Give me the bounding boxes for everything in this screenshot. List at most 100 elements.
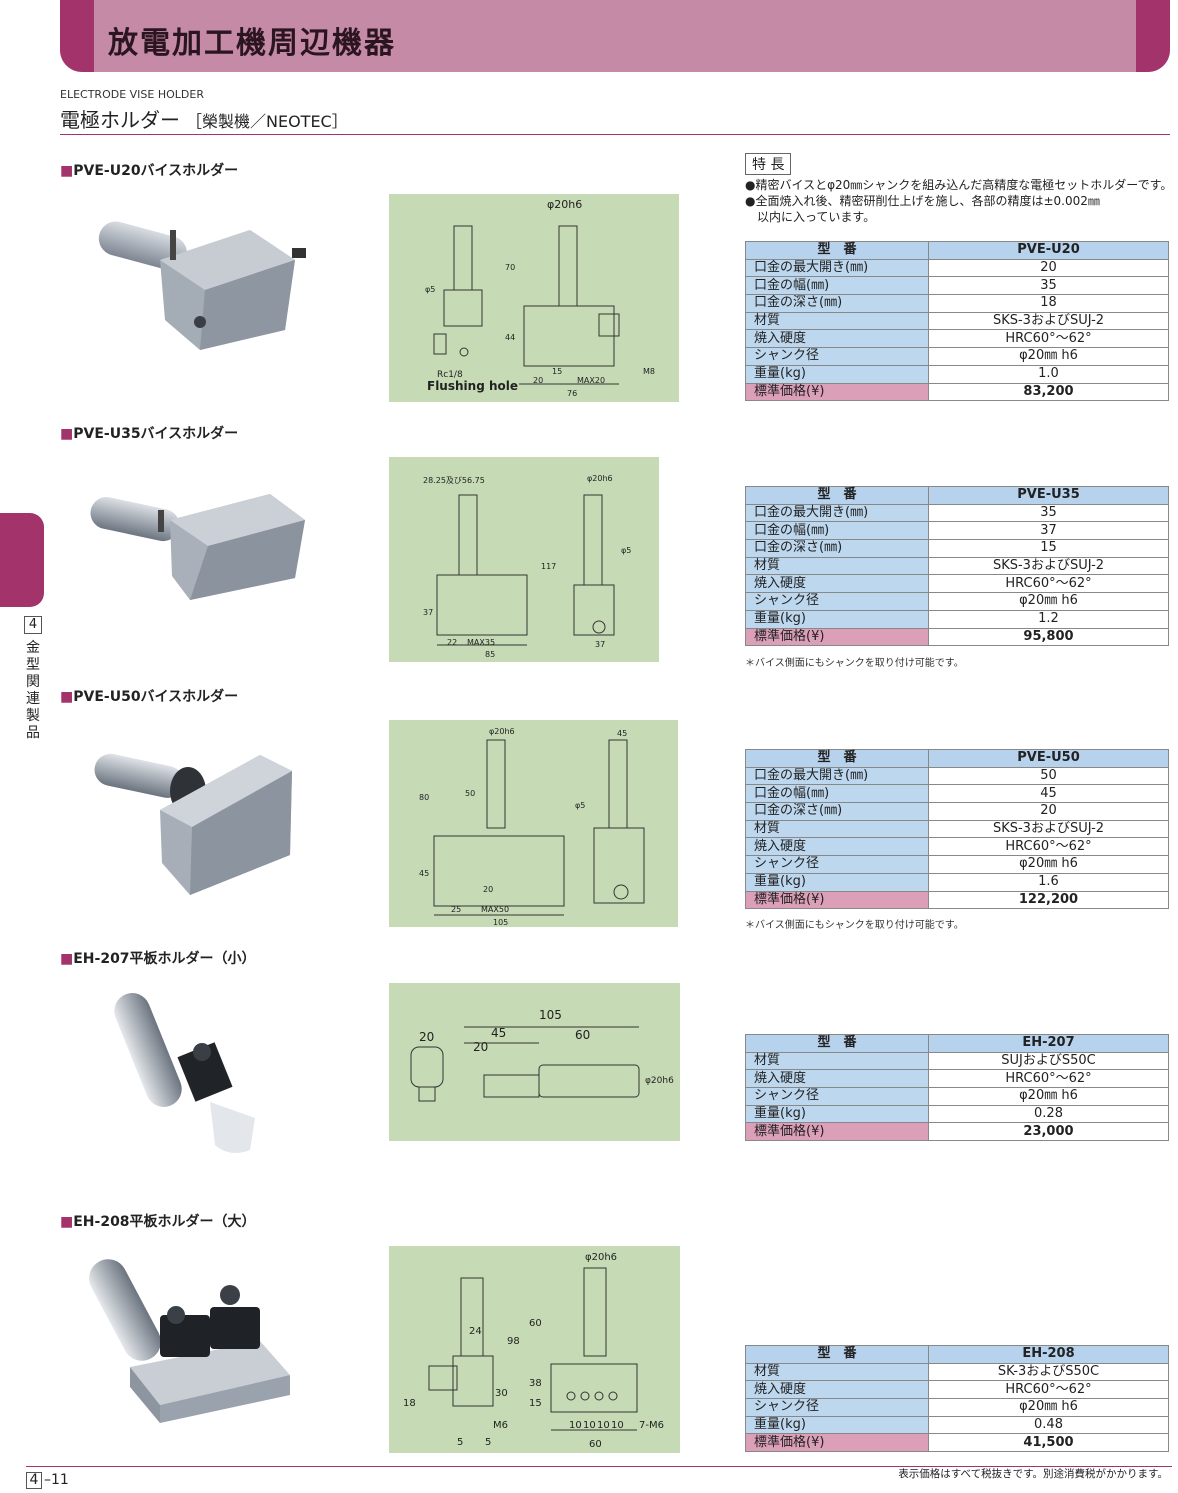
spec-value: HRC60°～62° (928, 329, 1169, 349)
note-pve-u50: ＊バイス側面にもシャンクを取り付け可能です。 (745, 920, 964, 931)
dim-label: 30 (495, 1388, 508, 1399)
dim-label: 60 (575, 1028, 590, 1042)
drawing-pve-u50: φ20h6 45 80 50 φ5 45 20 25 MAX50 105 (389, 720, 678, 927)
page-number: 4–11 (26, 1472, 69, 1489)
dim-label: φ20h6 (489, 727, 515, 736)
spec-value: 45 (928, 784, 1169, 804)
dim-label: 18 (403, 1398, 416, 1409)
spec-value: HRC60°～62° (928, 1380, 1169, 1400)
spec-label: 口金の最大開き(㎜) (745, 766, 929, 786)
spec-label: 重量(kg) (745, 1104, 929, 1124)
dim-label: 60 (589, 1439, 602, 1450)
spec-row: 重量(kg)1.0 (745, 364, 1169, 384)
dim-label: M6 (493, 1420, 508, 1431)
dim-label: 117 (541, 562, 556, 571)
drawing-eh-208: φ20h6 24 98 60 38 15 18 30 M6 5 5 10 10 … (389, 1246, 680, 1453)
spec-row: 口金の最大開き(㎜)50 (745, 766, 1169, 786)
spec-label: シャンク径 (745, 347, 929, 366)
dim-label: 10 (611, 1420, 624, 1431)
spec-value: φ20㎜ h6 (928, 855, 1169, 874)
spec-label: シャンク径 (745, 855, 929, 874)
spec-value: φ20㎜ h6 (928, 347, 1169, 366)
spec-value: SKS-3およびSUJ-2 (928, 819, 1169, 839)
spec-label: 型 番 (745, 1345, 929, 1364)
spec-label: 材質 (745, 819, 929, 839)
dim-label: 22 (447, 638, 457, 647)
product-photo-pve-u20 (80, 200, 320, 370)
footer-rule (26, 1466, 1172, 1467)
features-box: 特 長 ●精密バイスとφ20㎜シャンクを組み込んだ高精度な電極セットホルダーです… (745, 153, 1175, 225)
spec-value: φ20㎜ h6 (928, 1398, 1169, 1417)
dim-label: 98 (507, 1336, 520, 1347)
spec-row: 標準価格(¥)41,500 (745, 1433, 1169, 1453)
dim-label: MAX20 (577, 376, 605, 385)
spec-label: 口金の幅(㎜) (745, 521, 929, 541)
feature-line: 以内に入っています。 (745, 210, 876, 224)
side-label: 金型関連製品 (26, 640, 40, 741)
product-photo-eh-208 (80, 1255, 300, 1425)
spec-row: 重量(kg)0.28 (745, 1104, 1169, 1124)
spec-value: HRC60°～62° (928, 1069, 1169, 1089)
spec-value: 41,500 (928, 1433, 1169, 1453)
dim-label: 76 (567, 389, 577, 398)
note-pve-u35: ＊バイス側面にもシャンクを取り付け可能です。 (745, 658, 964, 669)
spec-value: 95,800 (928, 627, 1169, 647)
spec-value: 20 (928, 258, 1169, 278)
spec-value: EH-208 (928, 1345, 1169, 1364)
spec-label: 焼入硬度 (745, 574, 929, 594)
spec-value: 20 (928, 802, 1169, 821)
banner-right-cap (1136, 0, 1170, 72)
dim-label: 25 (451, 905, 461, 914)
spec-row: 口金の最大開き(㎜)20 (745, 258, 1169, 278)
spec-value: 23,000 (928, 1122, 1169, 1142)
header-banner: 放電加工機周辺機器 (60, 0, 1170, 72)
dim-label: 28.25及び56.75 (423, 476, 485, 485)
product-photo-pve-u35 (80, 480, 320, 610)
spec-value: 0.48 (928, 1415, 1169, 1435)
dim-label: φ5 (575, 801, 585, 810)
spec-value: φ20㎜ h6 (928, 1087, 1169, 1106)
spec-label: 重量(kg) (745, 364, 929, 384)
spec-label: 標準価格(¥) (745, 1122, 929, 1142)
dim-label: 20 (473, 1040, 488, 1054)
spec-label: 口金の最大開き(㎜) (745, 258, 929, 278)
dim-label: 37 (423, 608, 433, 617)
dim-label: 60 (529, 1318, 542, 1329)
dim-label: 37 (595, 640, 605, 649)
spec-label: 材質 (745, 556, 929, 576)
spec-value: SK-3およびS50C (928, 1362, 1169, 1382)
spec-row: 標準価格(¥)122,200 (745, 890, 1169, 910)
spec-label: 焼入硬度 (745, 1380, 929, 1400)
spec-value: 122,200 (928, 890, 1169, 910)
dim-label: 70 (505, 263, 515, 272)
spec-value: SKS-3およびSUJ-2 (928, 556, 1169, 576)
spec-value: 35 (928, 503, 1169, 523)
section-title-eh-208: ■EH-208平板ホルダー（大） (60, 1214, 256, 1230)
dim-label: φ20h6 (587, 474, 613, 483)
dim-label: φ5 (425, 285, 435, 294)
spec-label: 焼入硬度 (745, 1069, 929, 1089)
spec-label: 口金の幅(㎜) (745, 276, 929, 296)
header-rule (60, 134, 1170, 135)
spec-label: 標準価格(¥) (745, 627, 929, 647)
dim-label: 15 (552, 367, 562, 376)
spec-row: 口金の幅(㎜)37 (745, 521, 1169, 541)
dim-label: 20 (483, 885, 493, 894)
dim-label: 10 (597, 1420, 610, 1431)
